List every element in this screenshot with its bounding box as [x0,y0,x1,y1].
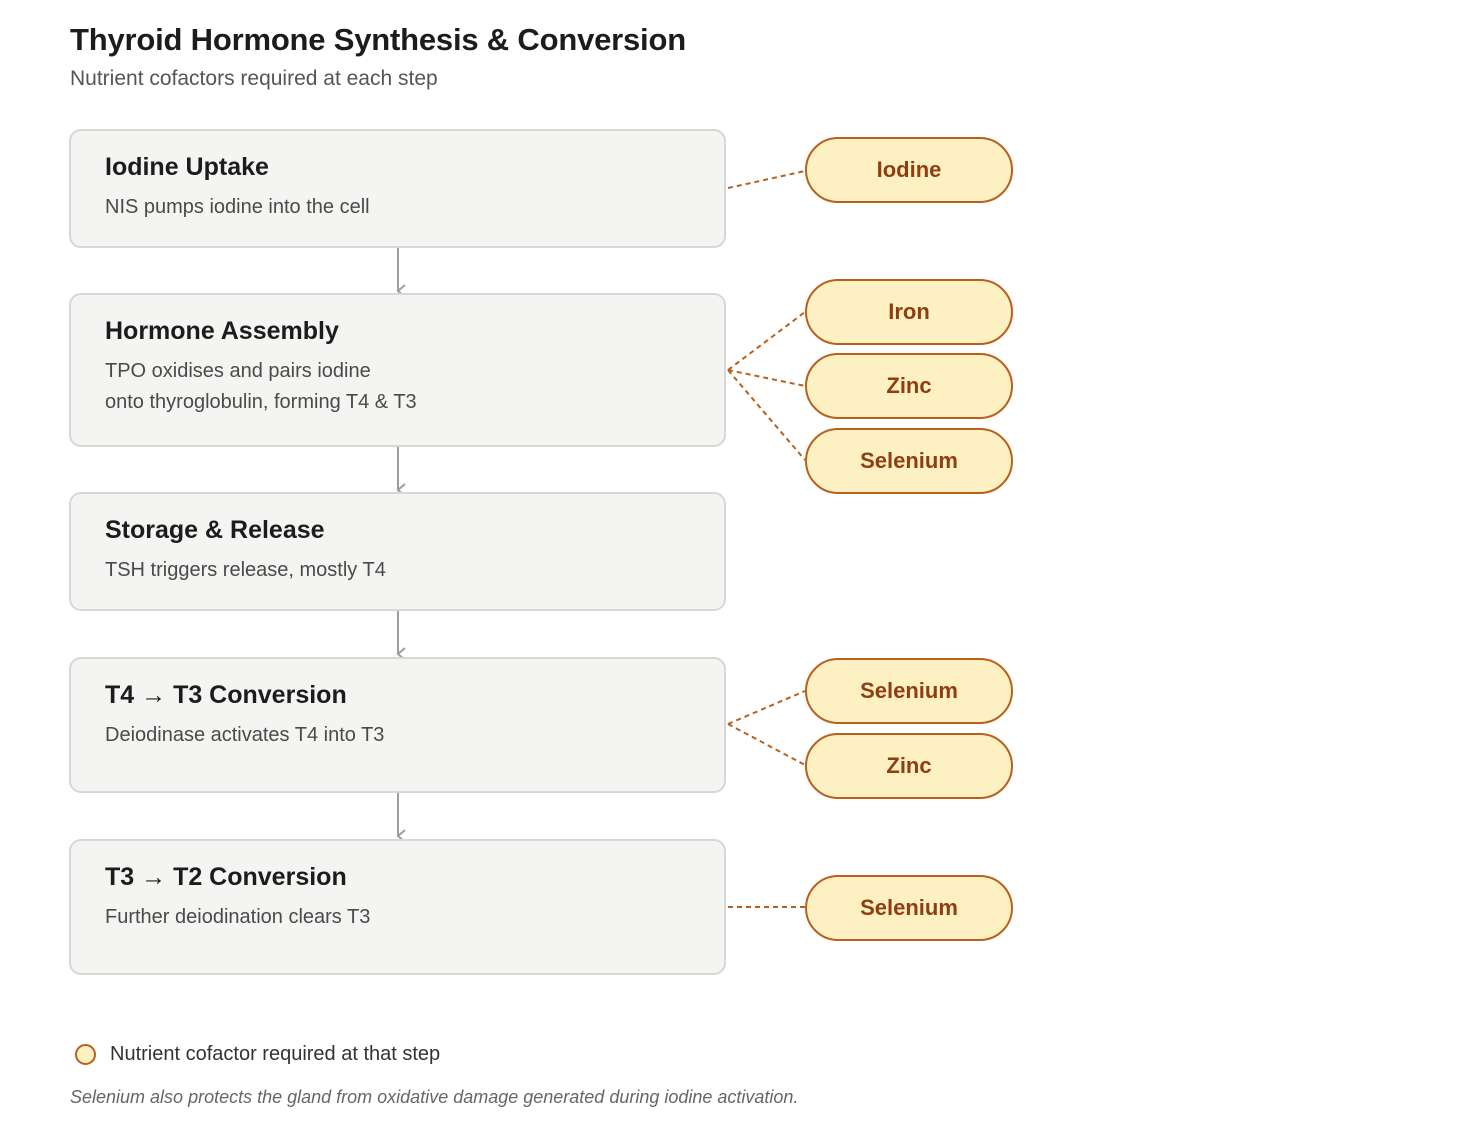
step-title: Iodine Uptake [105,153,269,181]
step-description: TSH triggers release, mostly T4 [105,555,690,586]
connector-zinc-assembly [727,369,806,387]
step-description-line: Deiodinase activates T4 into T3 [105,724,385,746]
step-description: Deiodinase activates T4 into T3 [105,720,690,751]
step-storage-release: Storage & Release TSH triggers release, … [69,492,726,611]
nutrient-pill-iron: Iron [805,279,1013,345]
connector-iron [727,311,806,371]
step-title: Storage & Release [105,516,325,544]
connector-selenium-assembly [727,369,806,461]
legend-swatch-icon [75,1044,96,1065]
step-description: Further deiodination clears T3 [105,902,690,933]
connector-selenium-t4t3 [727,690,806,725]
nutrient-pill-selenium: Selenium [805,658,1013,724]
nutrient-pill-iodine: Iodine [805,137,1013,203]
footnote: Selenium also protects the gland from ox… [70,1087,799,1107]
nutrient-pill-zinc: Zinc [805,733,1013,799]
step-description-line: TPO oxidises and pairs iodine [105,360,371,382]
diagram-subtitle: Nutrient cofactors required at each step [70,67,438,90]
step-t4-t3-conversion: T4 → T3 Conversion Deiodinase activates … [69,657,726,793]
step-title: Hormone Assembly [105,317,339,345]
nutrient-pill-selenium: Selenium [805,875,1013,941]
step-description-line: Further deiodination clears T3 [105,906,371,928]
step-t3-t2-conversion: T3 → T2 Conversion Further deiodination … [69,839,726,975]
step-description: NIS pumps iodine into the cell [105,192,690,223]
nutrient-pill-zinc: Zinc [805,353,1013,419]
step-description-line: NIS pumps iodine into the cell [105,196,370,218]
step-hormone-assembly: Hormone Assembly TPO oxidises and pairs … [69,293,726,447]
diagram-title: Thyroid Hormone Synthesis & Conversion [70,22,686,57]
step-title: T4 → T3 Conversion [105,681,347,709]
legend-label: Nutrient cofactor required at that step [110,1043,441,1065]
connector-iodine [727,170,806,189]
legend: Nutrient cofactor required at that step [75,1043,440,1066]
step-title: T3 → T2 Conversion [105,863,347,891]
step-description: TPO oxidises and pairs iodine onto thyro… [105,356,690,418]
connector-zinc-t4t3 [727,723,806,766]
nutrient-pill-selenium: Selenium [805,428,1013,494]
step-description-line: onto thyroglobulin, forming T4 & T3 [105,391,417,413]
step-iodine-uptake: Iodine Uptake NIS pumps iodine into the … [69,129,726,248]
step-description-line: TSH triggers release, mostly T4 [105,559,386,581]
